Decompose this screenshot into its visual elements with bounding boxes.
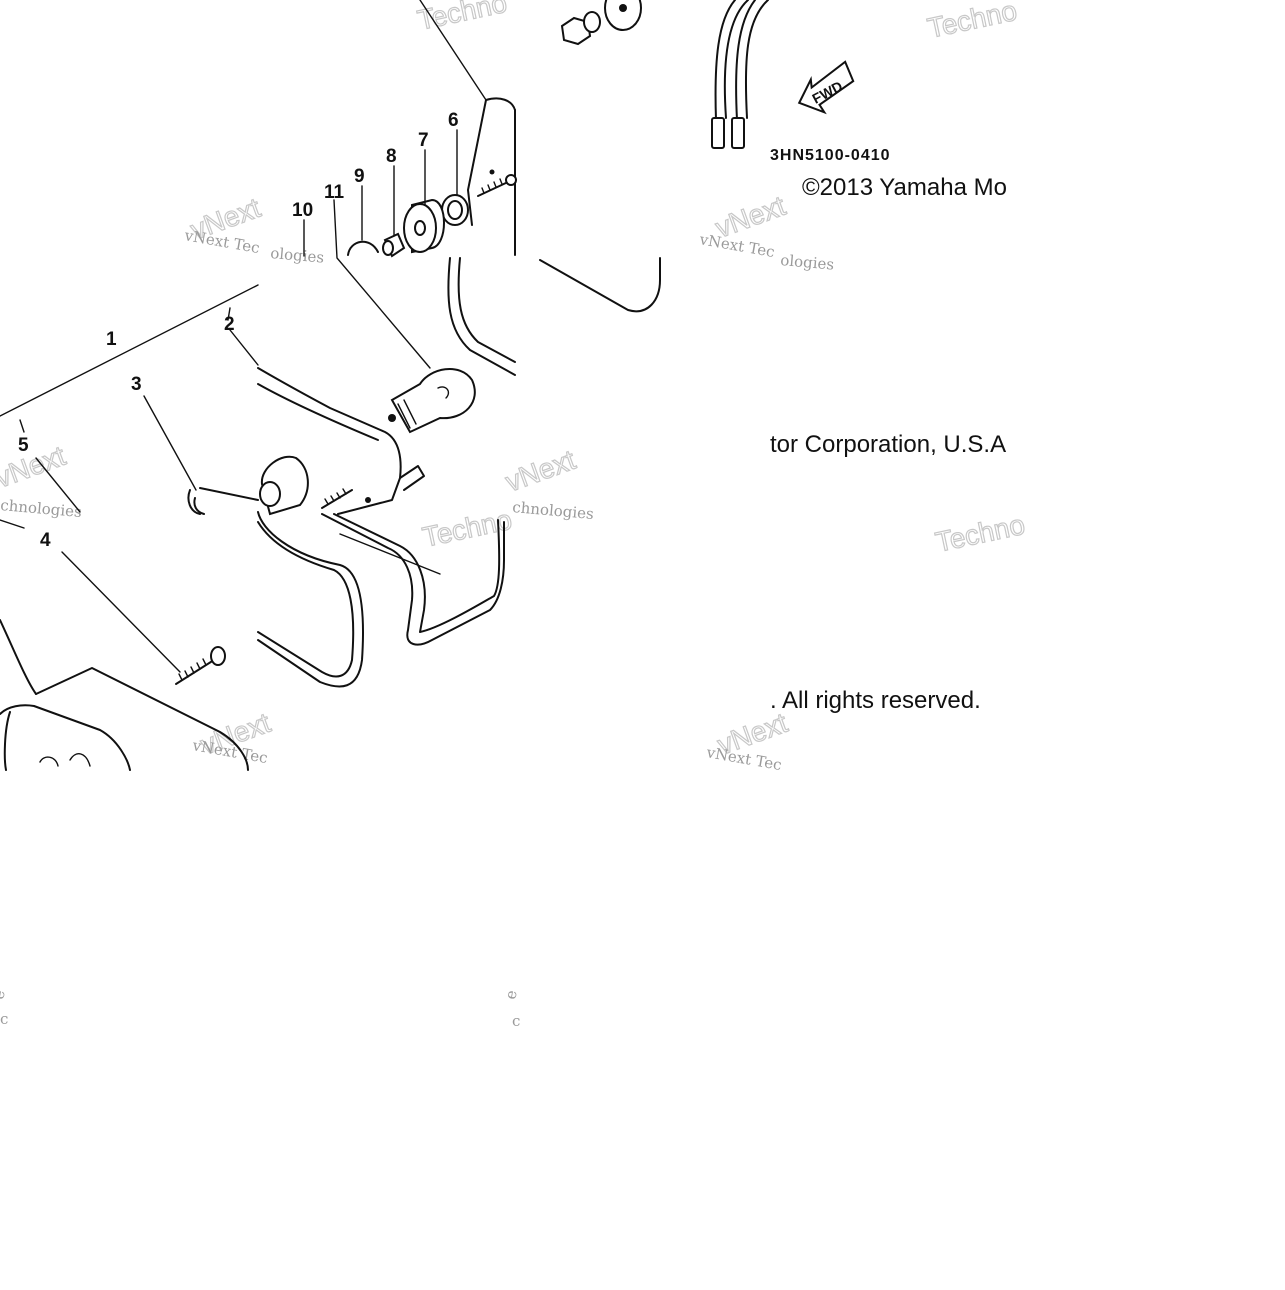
lens-gasket-3 — [187, 487, 365, 688]
svg-text:e: e — [0, 989, 9, 1001]
bulb-11 — [388, 367, 476, 434]
copyright-line1: ©2013 Yamaha Mo — [802, 174, 1007, 201]
callout-9: 9 — [354, 166, 365, 187]
callout-8: 8 — [386, 146, 397, 167]
callout-7: 7 — [418, 130, 429, 151]
wire-harness — [711, 0, 769, 149]
watermark-technologies-1: Techno — [415, 0, 510, 36]
callout-2: 2 — [224, 314, 235, 335]
callout-brackets — [0, 284, 259, 673]
screw-middle — [321, 488, 371, 509]
watermark-technologies-4: Techno — [933, 509, 1028, 558]
copyright-line2: tor Corporation, U.S.A — [770, 431, 1006, 458]
callout-11: 11 — [324, 182, 345, 203]
svg-text:c: c — [0, 1010, 8, 1028]
callout-leaders-top — [303, 129, 458, 369]
part-code: 3HN5100-0410 — [770, 147, 891, 164]
watermark-technologies-2: Techno — [925, 0, 1020, 44]
screw-upper — [477, 169, 517, 197]
callout-1: 1 — [106, 329, 117, 350]
lamp-housing-lower — [0, 619, 249, 771]
copyright-line3: . All rights reserved. — [770, 687, 981, 714]
tile-edge-marks — [257, 0, 258, 1]
callout-10: 10 — [292, 200, 313, 221]
callout-labels: 1 2 3 4 5 6 7 8 9 10 11 — [18, 110, 459, 551]
watermark-chnologies-2: chnologies — [512, 498, 595, 523]
watermark-vnext-5: vNext — [501, 444, 579, 498]
svg-text:c: c — [512, 1012, 520, 1030]
watermark-technologies-3: Techno — [420, 504, 515, 553]
oring-9 — [347, 240, 379, 256]
watermark-ologies-2: ologies — [780, 251, 835, 274]
callout-5: 5 — [18, 435, 29, 456]
lens-cover — [321, 513, 505, 646]
grommet-7 — [403, 198, 445, 254]
screw-lower — [175, 646, 226, 685]
gasket-6 — [441, 194, 469, 226]
callout-3: 3 — [131, 374, 142, 395]
watermark-remnants: e c e c — [0, 989, 521, 1030]
watermarks: Techno Techno Techno Techno vNext vNext … — [0, 0, 1028, 774]
svg-text:e: e — [502, 989, 521, 1001]
fwd-arrow: FWD — [797, 60, 855, 115]
watermark-ologies-1: ologies — [270, 244, 325, 267]
callout-6: 6 — [448, 110, 459, 131]
collar-8 — [382, 232, 406, 258]
socket — [259, 455, 309, 516]
top-nut-washer — [560, 0, 642, 46]
callout-4: 4 — [40, 530, 51, 551]
lamp-body — [229, 329, 425, 515]
rear-housing — [419, 0, 661, 376]
